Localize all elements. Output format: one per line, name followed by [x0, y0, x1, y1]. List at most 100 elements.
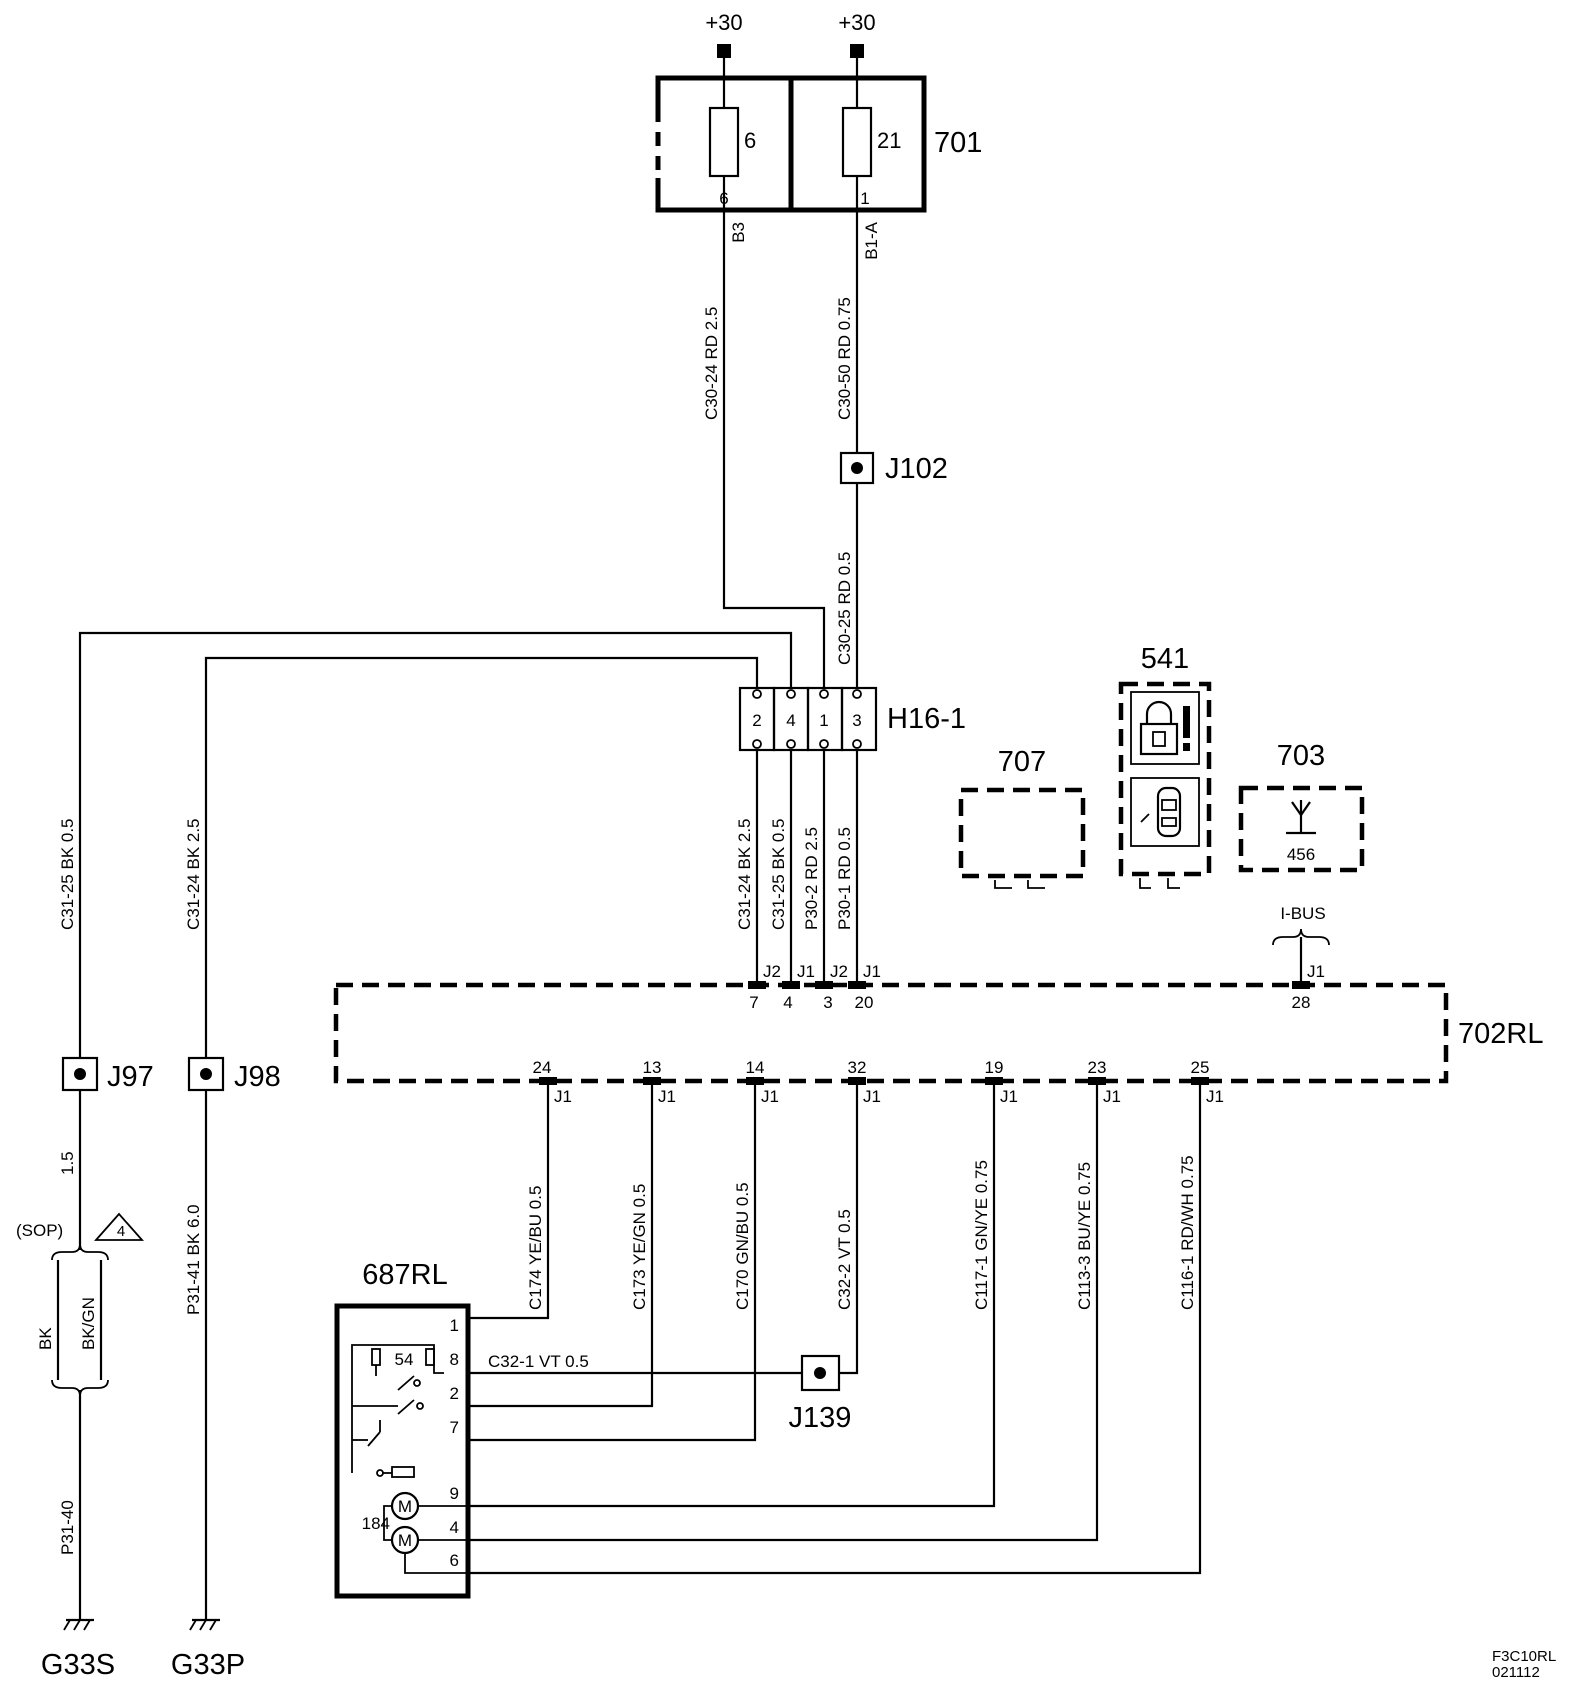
module-top-conn: J2	[763, 962, 781, 981]
h16-pin: 3	[852, 711, 861, 730]
h16-id: H16-1	[887, 703, 966, 735]
component-707-label: 707	[998, 746, 1046, 778]
supply-label-left: +30	[705, 10, 742, 35]
module-top-pin: 3	[823, 993, 832, 1012]
terminal-square-left	[717, 44, 731, 58]
wire-label-c31-25-left: C31-25 BK 0.5	[58, 818, 77, 930]
wire-label-p30-2: P30-2 RD 2.5	[802, 827, 821, 930]
antenna-icon	[1286, 800, 1316, 835]
module-bottom-conn: J1	[1000, 1087, 1018, 1106]
wire-label-c174: C174 YE/BU 0.5	[526, 1186, 545, 1310]
wires-module-to-lock	[466, 1085, 1202, 1575]
splice-j98-label: J98	[234, 1061, 281, 1093]
wire-label-c30-50: C30-50 RD 0.75	[835, 297, 854, 420]
h16-pin: 4	[786, 711, 795, 730]
lock-pin: 9	[450, 1484, 459, 1503]
lock-icon	[1139, 700, 1190, 756]
module-bottom-conn: J1	[1206, 1087, 1224, 1106]
motor-icons: M M 184	[362, 1491, 466, 1574]
wire-label-bk: BK	[36, 1327, 55, 1350]
footer-code: F3C10RL	[1492, 1648, 1556, 1665]
fuse-number-right: 21	[877, 128, 901, 153]
module-702-id: 702RL	[1458, 1018, 1543, 1050]
lock-pin: 1	[450, 1316, 459, 1335]
module-top-pin: 20	[855, 993, 874, 1012]
component-703: 703 456	[1238, 740, 1365, 873]
component-707: 707	[958, 746, 1086, 889]
ground-label-right: G33P	[171, 1649, 245, 1681]
module-bottom-pin: 13	[643, 1058, 662, 1077]
module-top-conn: J2	[830, 962, 848, 981]
wire-label-c173: C173 YE/GN 0.5	[630, 1184, 649, 1310]
ibus-label: I-BUS	[1280, 904, 1325, 923]
motor-glyph: M	[398, 1497, 412, 1516]
lock-pin: 6	[450, 1551, 459, 1570]
ground-wires	[51, 1090, 208, 1620]
splice-j102-label: J102	[885, 453, 948, 485]
lock-unit-id: 687RL	[362, 1259, 447, 1291]
switch-label-54: 54	[395, 1350, 414, 1369]
fusebox-pin-left: 6	[719, 189, 728, 208]
module-ibus-conn: J1	[1307, 962, 1325, 981]
splice-j97: J97	[61, 1056, 154, 1093]
wire-label-bkgn: BK/GN	[79, 1297, 98, 1350]
h16-pin: 2	[752, 711, 761, 730]
wire-label-c117-1: C117-1 GN/YE 0.75	[972, 1160, 991, 1310]
component-541-label: 541	[1141, 643, 1189, 675]
terminal-square-right	[850, 44, 864, 58]
fusebox-701: 6 21 6 1 701 B3 B1-A	[654, 75, 982, 260]
splice-j139: J139	[789, 1354, 852, 1434]
supply-label-right: +30	[838, 10, 875, 35]
wire-label-c32-2: C32-2 VT 0.5	[835, 1209, 854, 1310]
wire-label-c30-25: C30-25 RD 0.5	[835, 552, 854, 665]
wire-label-p30-1: P30-1 RD 0.5	[835, 827, 854, 930]
wire-label-c31-24: C31-24 BK 2.5	[735, 818, 754, 930]
connector-h16-1: 2 4 1 3 H16-1	[738, 686, 966, 752]
switch-network: 54	[351, 1344, 444, 1478]
module-top-conn: J1	[797, 962, 815, 981]
lock-pin: 8	[450, 1350, 459, 1369]
fuse-21	[841, 106, 873, 178]
component-541: 541	[1118, 643, 1212, 889]
fusebox-conn-left: B3	[729, 222, 748, 243]
wires-h16-to-module	[755, 750, 859, 985]
module-bottom-pin: 14	[746, 1058, 765, 1077]
fuse-6	[708, 106, 740, 178]
wire-label-c32-1: C32-1 VT 0.5	[488, 1352, 589, 1371]
module-top-conn: J1	[863, 962, 881, 981]
splice-j98: J98	[187, 1056, 281, 1093]
car-top-view-icon	[1140, 786, 1182, 838]
ground-label-left: G33S	[41, 1649, 115, 1681]
module-bottom-pin: 25	[1191, 1058, 1210, 1077]
wire-label-c113-3: C113-3 BU/YE 0.75	[1075, 1162, 1094, 1310]
fusebox-conn-right: B1-A	[862, 221, 881, 259]
wire-gauge-1-5: 1.5	[58, 1151, 77, 1175]
module-bottom-pin: 19	[985, 1058, 1004, 1077]
sop-label: (SOP)	[16, 1221, 63, 1240]
fusebox-pin-right: 1	[860, 189, 869, 208]
module-bottom-conn: J1	[1103, 1087, 1121, 1106]
wire-label-c30-24: C30-24 RD 2.5	[702, 307, 721, 420]
motor-label-184: 184	[362, 1514, 390, 1533]
wires-top	[78, 210, 859, 1058]
lock-pin: 2	[450, 1384, 459, 1403]
module-bottom-pin: 32	[848, 1058, 867, 1077]
motor-glyph: M	[398, 1531, 412, 1550]
module-ibus-pin: 28	[1292, 993, 1311, 1012]
module-bottom-pin: 24	[533, 1058, 552, 1077]
wire-label-c116-1: C116-1 RD/WH 0.75	[1178, 1155, 1197, 1310]
ground-icon-right	[189, 1618, 220, 1631]
module-702rl: 702RL J2 J1 J2 J1 J1 7 4 3 20 28 24 13 1…	[333, 962, 1543, 1106]
fusebox-id: 701	[934, 127, 982, 159]
splice-j97-label: J97	[107, 1061, 154, 1093]
fuse-number-left: 6	[744, 128, 756, 153]
wire-label-c170: C170 GN/BU 0.5	[733, 1182, 752, 1310]
wire-label-c31-25: C31-25 BK 0.5	[769, 818, 788, 930]
footer-date: 021112	[1492, 1664, 1540, 1681]
component-703-sub: 456	[1287, 845, 1315, 864]
ibus-link: I-BUS	[1272, 904, 1330, 985]
module-bottom-conn: J1	[761, 1087, 779, 1106]
lock-unit-687rl: 687RL 1 8 2 7 9 4 6 54	[334, 1259, 471, 1599]
splice-j139-label: J139	[789, 1402, 852, 1434]
